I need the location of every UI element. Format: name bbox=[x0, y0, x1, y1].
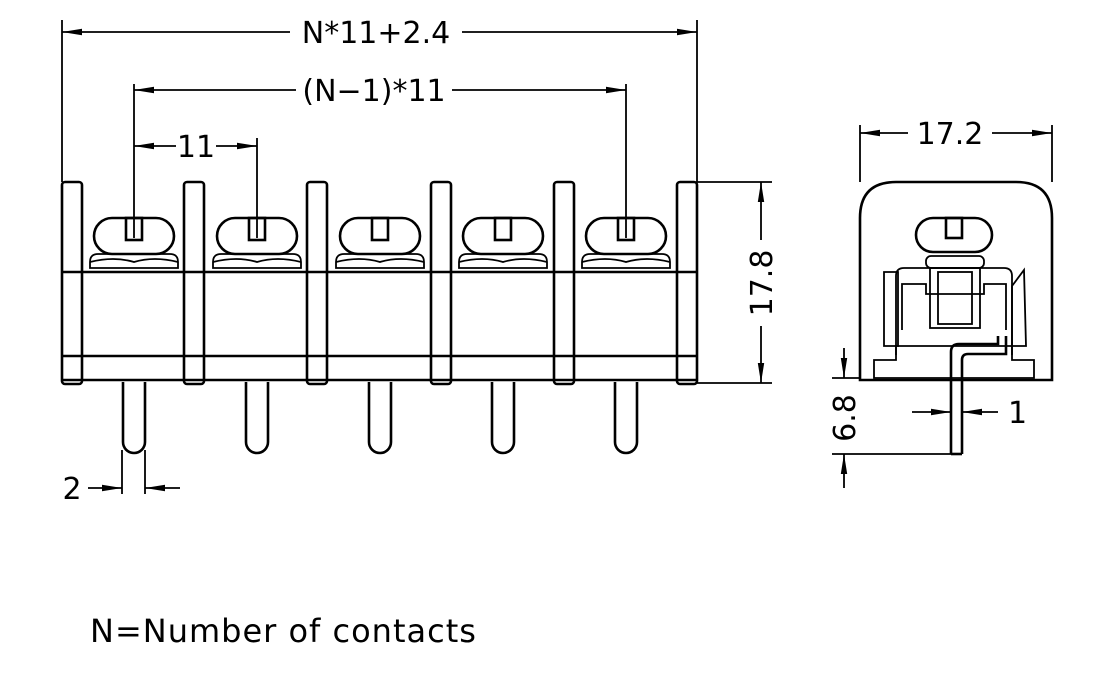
front-view: N*11+2.4 (N−1)*11 11 17.8 bbox=[60, 16, 780, 507]
pin-width-label: 2 bbox=[62, 472, 81, 507]
pin-thickness-label: 1 bbox=[1008, 396, 1027, 431]
pin bbox=[367, 382, 393, 455]
pin-length-label: 6.8 bbox=[828, 394, 863, 442]
side-hatched-section bbox=[873, 267, 1035, 379]
screw-head bbox=[335, 216, 425, 269]
screw-head bbox=[458, 216, 548, 269]
pin bbox=[490, 382, 516, 455]
overall-length-dimension: N*11+2.4 bbox=[61, 16, 698, 182]
side-view: 17.2 6.8 1 bbox=[828, 117, 1054, 488]
contacts-note: N=Number of contacts bbox=[90, 612, 477, 650]
pitch-label: 11 bbox=[177, 130, 215, 165]
height-dimension: 17.8 bbox=[697, 181, 780, 384]
pins bbox=[121, 382, 639, 455]
pin-length-dimension: 6.8 bbox=[828, 348, 951, 488]
span-dimension: (N−1)*11 bbox=[133, 74, 627, 238]
height-label: 17.8 bbox=[745, 250, 780, 317]
screw-heads bbox=[89, 216, 671, 269]
span-label: (N−1)*11 bbox=[302, 74, 445, 109]
overall-length-label: N*11+2.4 bbox=[302, 16, 450, 51]
side-width-dimension: 17.2 bbox=[859, 117, 1053, 182]
pin bbox=[613, 382, 639, 455]
side-width-label: 17.2 bbox=[917, 117, 984, 152]
pin-width-dimension: 2 bbox=[62, 450, 180, 507]
side-screw-head bbox=[914, 216, 994, 329]
side-pin bbox=[949, 336, 1008, 456]
terminal-body bbox=[62, 270, 698, 382]
side-housing bbox=[858, 180, 1054, 382]
pin bbox=[244, 382, 270, 455]
pin-thickness-dimension: 1 bbox=[912, 396, 1027, 431]
barrier-walls bbox=[60, 180, 699, 386]
pin bbox=[121, 382, 147, 455]
pitch-dimension: 11 bbox=[134, 130, 258, 238]
